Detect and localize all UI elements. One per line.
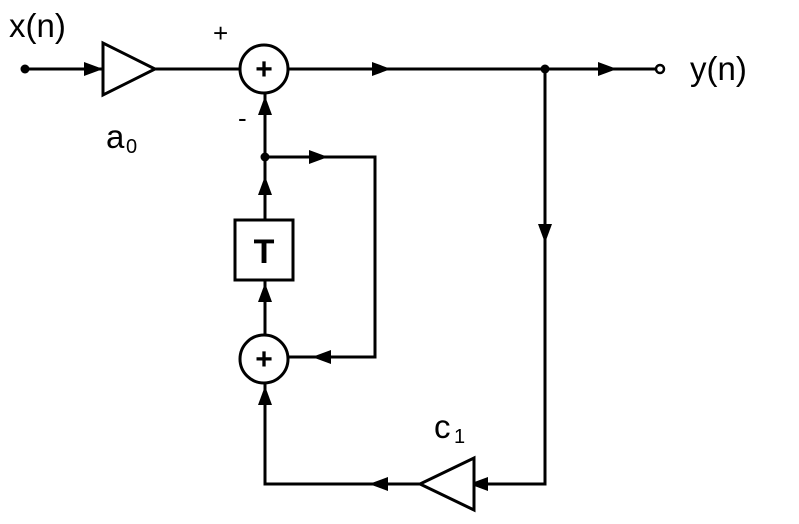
arrow-input-right — [84, 62, 103, 76]
gain-c1-base: c — [434, 408, 451, 445]
gain-a0-subscript: 0 — [126, 136, 137, 158]
arrow-output-right — [598, 62, 617, 76]
arrow-loop-bottom-left — [312, 350, 331, 364]
delay-label: T — [254, 233, 275, 271]
delay-block: T — [233, 218, 295, 282]
adder-top: + — [238, 43, 290, 95]
adder-bottom-circle — [238, 333, 290, 385]
arrow-up-to-adder2 — [258, 386, 272, 405]
minus-sign-label: - — [238, 103, 247, 133]
arrow-main-right — [372, 62, 391, 76]
gain-a0-base: a — [106, 118, 125, 155]
junction-output — [540, 64, 550, 74]
input-label: x(n) — [9, 7, 66, 44]
junction-delay-loop — [260, 152, 270, 162]
arrow-up-to-adder1 — [258, 96, 272, 115]
plus-sign-label: + — [213, 18, 228, 48]
arrow-into-c1-left — [469, 477, 488, 491]
arrow-up-to-delay — [258, 283, 272, 302]
arrow-up-from-delay — [258, 176, 272, 195]
gain-a0-label: a 0 — [106, 118, 137, 158]
adder-top-circle — [238, 43, 290, 95]
arrow-loop-top-right — [309, 150, 328, 164]
gain-c1-subscript: 1 — [454, 426, 465, 448]
input-node — [20, 64, 30, 74]
arrow-bottom-left — [369, 477, 388, 491]
arrow-right-branch-down — [538, 224, 552, 243]
gain-a0-triangle — [101, 40, 159, 98]
gain-c1-label: c 1 — [434, 408, 465, 448]
adder-top-plus: + — [255, 53, 273, 86]
output-terminal — [654, 63, 666, 75]
adder-bottom: + — [238, 333, 290, 385]
arrowheads — [84, 62, 617, 491]
gain-c1-triangle — [416, 455, 476, 513]
adder-bottom-plus: + — [255, 343, 273, 376]
delay-box — [233, 218, 295, 282]
wires — [23, 67, 658, 486]
output-label: y(n) — [690, 50, 747, 87]
